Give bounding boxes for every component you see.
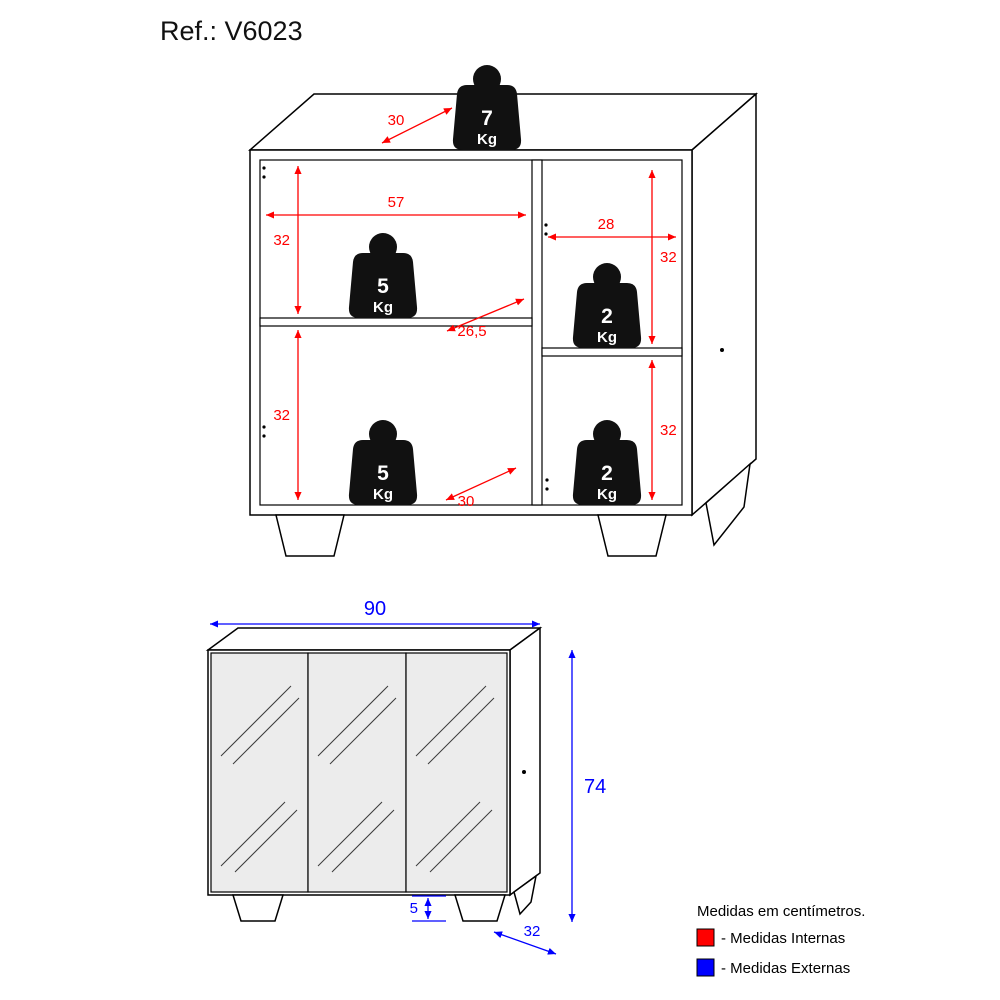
weight-unit: Kg	[477, 131, 497, 148]
weight-body-icon	[572, 283, 642, 348]
foot-front-right	[453, 894, 507, 922]
foot-front-left	[231, 894, 285, 922]
legend-external-swatch	[696, 958, 715, 977]
right-shelf	[541, 347, 683, 357]
dim-label-left-width: 57	[388, 194, 405, 211]
mirror-door-3	[405, 652, 508, 893]
weight-value: 5	[377, 462, 389, 485]
weight-unit: Kg	[373, 299, 393, 316]
weight-value: 7	[481, 107, 493, 130]
foot-front-left	[275, 514, 345, 557]
dim-arrow-depth	[493, 931, 557, 955]
cabinet-top-face	[205, 627, 543, 651]
left-shelf	[259, 317, 533, 327]
dim-label-width: 90	[364, 598, 386, 620]
external-view: 90 74 5 32	[205, 598, 606, 955]
dim-label-height: 74	[584, 776, 606, 798]
dim-label-right-lower-height: 32	[660, 422, 677, 439]
weight-unit: Kg	[597, 486, 617, 503]
dim-label-left-upper-height: 32	[273, 232, 290, 249]
internal-view: 7 Kg 5 Kg 5 Kg 2 Kg 2 Kg	[248, 65, 758, 557]
dim-label-right-width: 28	[598, 216, 615, 233]
dim-label-left-lower-height: 32	[273, 407, 290, 424]
legend-internal-label: - Medidas Internas	[721, 930, 845, 947]
mirror-shine-lines	[220, 685, 495, 873]
legend-internal-swatch	[696, 928, 715, 947]
weight-value: 5	[377, 275, 389, 298]
foot-back-right	[513, 874, 538, 916]
weight-right-bottom-2kg: 2 Kg	[572, 420, 642, 505]
weight-top-7kg: 7 Kg	[452, 65, 522, 150]
weight-right-shelf-2kg: 2 Kg	[572, 263, 642, 348]
mirror-door-2	[307, 652, 407, 893]
dim-label-depth: 32	[524, 923, 541, 940]
dim-label-foot-height: 5	[410, 900, 418, 917]
foot-back-right	[705, 462, 752, 547]
assembly-dots	[262, 166, 724, 491]
external-dimensions: 90 74 5 32	[210, 598, 606, 955]
dim-label-right-upper-height: 32	[660, 249, 677, 266]
weight-body-icon	[572, 440, 642, 505]
dim-arrow-top-depth	[381, 107, 453, 144]
dim-arrow-shelf-depth	[446, 298, 525, 332]
foot-front-right	[597, 514, 667, 557]
weight-unit: Kg	[373, 486, 393, 503]
mirror-door-1	[210, 652, 309, 893]
page-title: Ref.: V6023	[160, 16, 303, 46]
weight-left-bottom-5kg: 5 Kg	[348, 420, 418, 505]
dim-label-top-depth: 30	[388, 112, 405, 129]
legend-external-label: - Medidas Externas	[721, 960, 850, 977]
weight-value: 2	[601, 462, 613, 485]
legend: Medidas em centímetros. - Medidas Intern…	[696, 903, 865, 977]
dim-label-shelf-depth: 26,5	[457, 323, 486, 340]
weight-left-shelf-5kg: 5 Kg	[348, 233, 418, 318]
weight-unit: Kg	[597, 329, 617, 346]
weight-body-icon	[348, 253, 418, 318]
internal-dimensions: 30 57 28 32 32 32 32 26,5 30	[266, 107, 677, 510]
cabinet-right-face	[509, 626, 541, 897]
dim-label-bottom-depth: 30	[458, 493, 475, 510]
dim-arrow-bottom-depth	[445, 467, 517, 501]
side-panel-hole-dot	[522, 770, 526, 774]
weight-body-icon	[452, 85, 522, 150]
center-divider-panel	[531, 159, 543, 506]
cabinet-right-face	[691, 92, 757, 517]
weight-body-icon	[348, 440, 418, 505]
weight-value: 2	[601, 305, 613, 328]
legend-note: Medidas em centímetros.	[697, 903, 865, 920]
